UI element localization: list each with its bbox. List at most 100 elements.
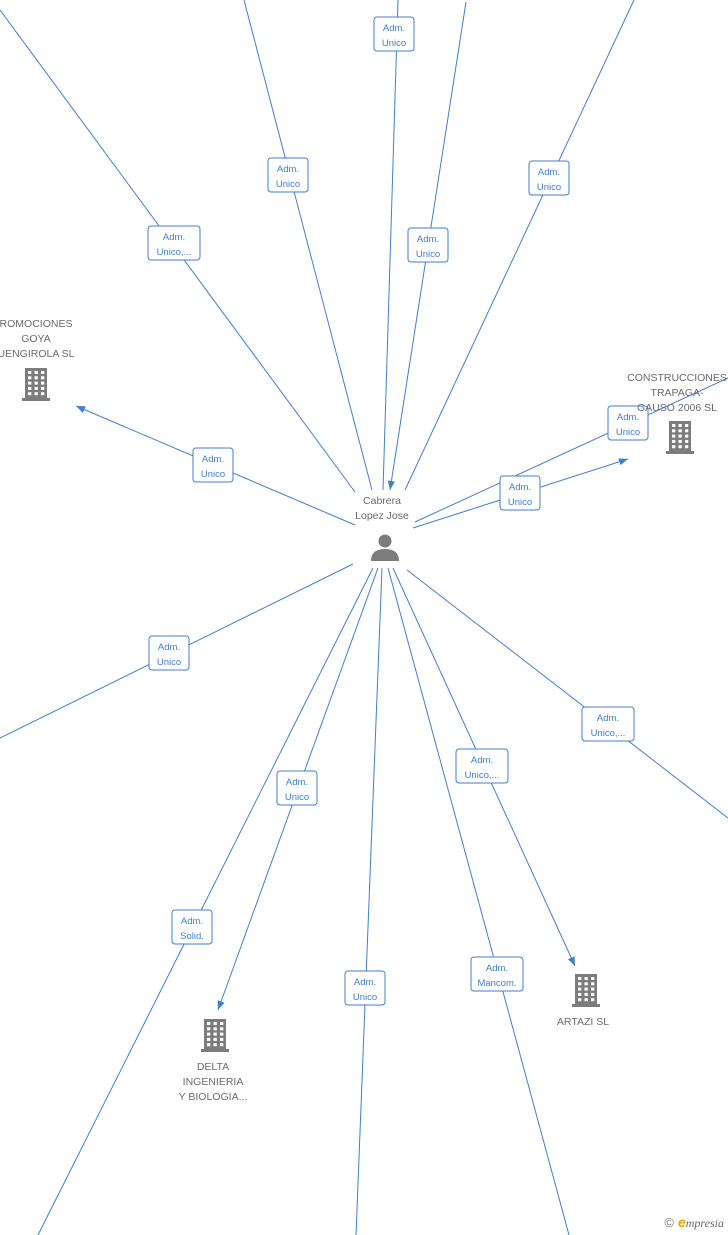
company-name-line: GOYA [21, 333, 51, 345]
relation-label-r14[interactable]: Adm. Unico [344, 970, 386, 1006]
brand-watermark: ©empresia [664, 1214, 724, 1231]
relation-edge [404, 0, 635, 491]
relation-label-text: Adm. [597, 713, 619, 724]
relation-label-r9[interactable]: Adm. Unico [148, 635, 190, 671]
relation-label-r13[interactable]: Adm. Solid. [171, 909, 213, 945]
company-name-line: ROMOCIONES [0, 318, 72, 330]
arrow-head-icon [76, 406, 86, 413]
company-name-line: INGENIERIA [183, 1076, 244, 1088]
relation-label-text: Solid. [180, 931, 204, 942]
relation-label-text: Adm. [486, 963, 508, 974]
relation-label-text: Unico [416, 249, 440, 260]
brand-logo-letter: e [677, 1214, 686, 1230]
relation-label-box [192, 447, 234, 483]
person-name-line: Lopez Jose [355, 510, 409, 522]
company-name-line: DELTA [197, 1061, 229, 1073]
building-icon [572, 974, 600, 1007]
relation-label-text: Unico [201, 469, 225, 480]
relation-label-box [344, 970, 386, 1006]
relation-label-box [581, 706, 635, 742]
relation-label-r12[interactable]: Adm. Unico [276, 770, 318, 806]
relation-label-text: Unico,... [465, 770, 500, 781]
relation-label-text: Unico [285, 792, 309, 803]
relation-label-text: Adm. [163, 232, 185, 243]
relation-label-text: Adm. [471, 755, 493, 766]
relation-label-box [407, 227, 449, 263]
building-icon [666, 421, 694, 454]
relation-label-text: Unico,... [157, 247, 192, 258]
company-node-artazi[interactable]: ARTAZI SL [557, 974, 609, 1028]
relation-label-text: Adm. [383, 23, 405, 34]
relation-label-box [276, 770, 318, 806]
relation-edge [414, 377, 728, 523]
relation-label-box [267, 157, 309, 193]
relation-label-text: Mancom. [477, 978, 516, 989]
relation-edge [387, 567, 570, 1235]
relation-label-text: Adm. [538, 167, 560, 178]
company-name-line: GAUSO 2006 SL [637, 402, 717, 414]
company-name-line: CONSTRUCCIONES [627, 372, 727, 384]
relation-label-box [470, 956, 524, 992]
relation-label-text: Adm. [158, 642, 180, 653]
arrow-head-icon [387, 480, 395, 490]
company-name-line: TRAPAGA- [651, 387, 704, 399]
relation-label-text: Unico [157, 657, 181, 668]
relation-edge [37, 567, 374, 1235]
arrow-head-icon [618, 458, 628, 466]
building-icon [201, 1019, 229, 1052]
company-node-construcciones[interactable]: CONSTRUCCIONES TRAPAGA- GAUSO 2006 SL [627, 372, 727, 454]
building-icon [22, 368, 50, 401]
person-icon [371, 534, 399, 561]
relation-label-box [148, 635, 190, 671]
relation-label-box [528, 160, 570, 196]
relation-label-text: Unico [276, 179, 300, 190]
relation-label-text: Unico [616, 427, 640, 438]
relation-label-r11[interactable]: Adm. Unico,... [455, 748, 509, 784]
relation-label-text: Adm. [202, 454, 224, 465]
relation-label-text: Adm. [617, 412, 639, 423]
relation-label-text: Adm. [181, 916, 203, 927]
relation-label-text: Adm. [509, 482, 531, 493]
relation-label-box [147, 225, 201, 261]
relation-edge [382, 0, 399, 491]
person-name-line: Cabrera [363, 495, 401, 507]
relation-label-r5[interactable]: Adm. Unico,... [147, 225, 201, 261]
relation-label-text: Adm. [277, 164, 299, 175]
relation-label-r1[interactable]: Adm. Unico [373, 16, 415, 52]
relation-label-text: Adm. [417, 234, 439, 245]
copyright-symbol: © [664, 1215, 674, 1230]
relation-label-text: Unico,... [591, 728, 626, 739]
company-name-line: ARTAZI SL [557, 1016, 609, 1028]
relation-label-r15[interactable]: Adm. Mancom. [470, 956, 524, 992]
relation-label-r6[interactable]: Adm. Unico [192, 447, 234, 483]
relation-label-box [499, 475, 541, 511]
relation-label-text: Unico [537, 182, 561, 193]
relation-label-text: Adm. [354, 977, 376, 988]
relation-label-r3[interactable]: Adm. Unico [267, 157, 309, 193]
relation-label-text: Unico [508, 497, 532, 508]
relation-label-box [373, 16, 415, 52]
relation-label-r7[interactable]: Adm. Unico [607, 405, 649, 441]
relation-label-r10[interactable]: Adm. Unico,... [581, 706, 635, 742]
relation-label-box [171, 909, 213, 945]
relation-label-text: Adm. [286, 777, 308, 788]
company-node-delta[interactable]: DELTA INGENIERIA Y BIOLOGIA... [179, 1019, 248, 1103]
brand-logo-text: mpresia [685, 1216, 724, 1230]
relation-label-r8[interactable]: Adm. Unico [499, 475, 541, 511]
relation-edge [355, 567, 383, 1235]
company-name-line: Y BIOLOGIA... [179, 1091, 248, 1103]
relation-label-r4[interactable]: Adm. Unico [528, 160, 570, 196]
relation-label-r2[interactable]: Adm. Unico [407, 227, 449, 263]
relation-label-box [607, 405, 649, 441]
relation-labels: Adm.UnicoAdm.UnicoAdm.UnicoAdm.UnicoAdm.… [147, 16, 649, 1006]
relation-edge [243, 0, 373, 491]
relation-label-text: Unico [382, 38, 406, 49]
arrow-head-icon [567, 956, 575, 966]
relation-edge [406, 569, 728, 819]
relation-label-text: Unico [353, 992, 377, 1003]
